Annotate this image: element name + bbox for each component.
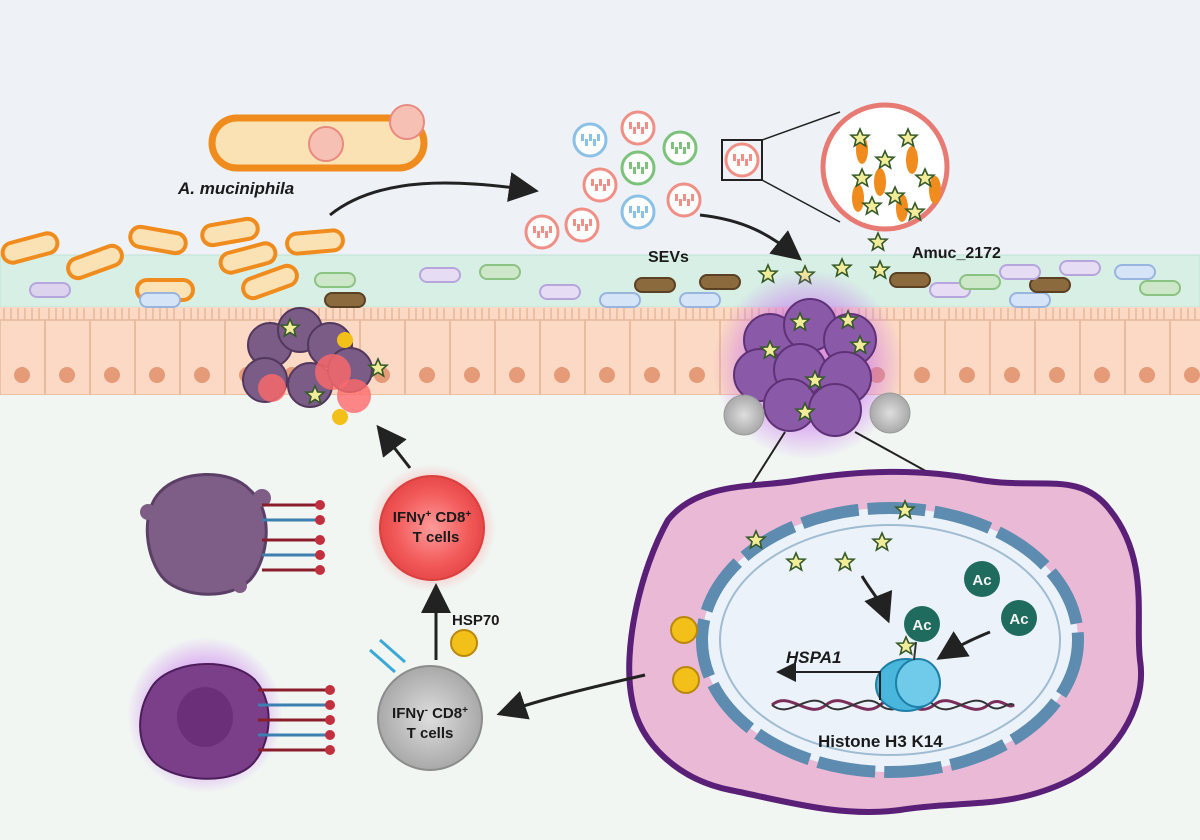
nucleosome <box>875 641 941 712</box>
ifn-negative-label-line2: T cells <box>407 725 454 742</box>
svg-text:Ac: Ac <box>1009 611 1028 628</box>
zoom-box <box>721 139 763 181</box>
gene-label: HSPA1 <box>786 648 841 667</box>
mucus-bacteria <box>0 216 1181 308</box>
killing-arrow <box>376 424 412 469</box>
release-arrow <box>496 673 646 720</box>
vesicle-cluster <box>524 110 760 250</box>
ifng-negative-tcell <box>377 665 483 771</box>
zoom-line-bottom <box>761 179 841 223</box>
tumor-cell-detail <box>626 468 1145 815</box>
nuclear-arrow <box>860 575 893 624</box>
vesicle-label: SEVs <box>648 249 689 266</box>
protein-label: Amuc_2172 <box>912 245 1001 262</box>
acetyl-arrow <box>936 630 991 660</box>
hsp70-particle <box>450 629 478 657</box>
hsp70-particle <box>672 666 700 694</box>
acetyl-group: Ac <box>904 606 940 642</box>
tumor-cell-cluster <box>733 298 877 437</box>
svg-text:Ac: Ac <box>972 572 991 589</box>
gene-arrow <box>776 662 881 700</box>
zoom-line-top <box>761 111 841 141</box>
tumor-nucleus-lower-left <box>177 687 233 747</box>
dying-tumor-cluster <box>242 307 388 425</box>
hsp70-label: HSP70 <box>452 612 500 629</box>
acetyl-group: Ac <box>964 561 1000 597</box>
ifn-positive-label: IFNγ+ CD8+ <box>393 509 472 527</box>
svg-text:Ac: Ac <box>912 617 931 634</box>
hsp70-particle <box>670 616 698 644</box>
ifn-positive-label-line2: T cells <box>413 529 460 546</box>
tumor-debris-left <box>140 473 271 596</box>
histone-label: Histone H3 K14 <box>818 732 943 751</box>
ifng-positive-tcell <box>379 475 485 581</box>
ifn-negative-label: IFNγ- CD8+ <box>392 705 468 723</box>
secretion-arrow <box>329 172 539 217</box>
tcell-small-right <box>869 392 911 434</box>
akkermansia-bacterium <box>208 104 428 172</box>
vesicle-zoom <box>820 102 950 232</box>
tcell-small-left <box>723 394 765 436</box>
acetyl-group: Ac <box>1001 600 1037 636</box>
bacterium-label: A. muciniphila <box>177 179 294 198</box>
vesicle-arrow <box>699 213 803 261</box>
receptor-ligand-pairs <box>258 500 406 755</box>
